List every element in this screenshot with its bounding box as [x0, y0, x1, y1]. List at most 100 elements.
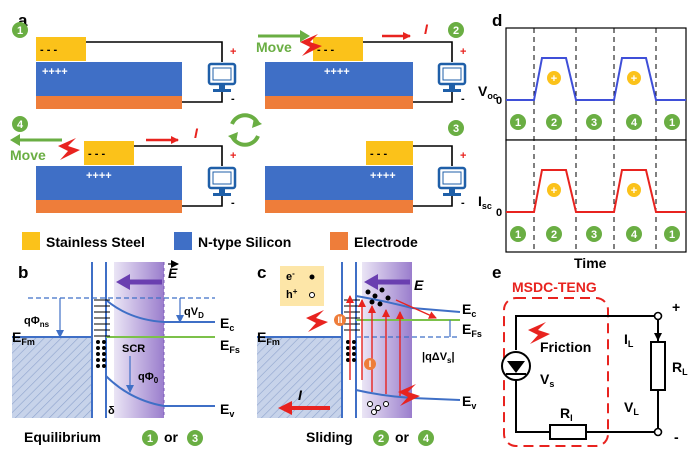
voc-phase-badges: 1 2 3 4 1 — [510, 114, 680, 130]
state-3: - - - ++++ + - 3 — [265, 120, 466, 213]
wire — [363, 41, 453, 62]
current-label: I — [298, 387, 303, 403]
hole-legend: h+ — [286, 287, 298, 301]
voc-trace — [506, 57, 686, 101]
monitor-icon — [437, 62, 467, 94]
ec-band — [105, 299, 215, 323]
silicon-layer — [265, 166, 413, 200]
filled-states — [96, 340, 106, 368]
svg-text:2: 2 — [378, 433, 384, 445]
plus-charges: ++++ — [370, 170, 396, 182]
field-label: E — [414, 277, 424, 293]
move-arrow-head — [10, 134, 20, 146]
move-label: Move — [10, 147, 46, 163]
svg-text:2: 2 — [551, 117, 557, 129]
qphins-label: qΦns — [24, 315, 50, 329]
legend-silicon: N-type Silicon — [198, 234, 291, 250]
field-arrow-head — [364, 274, 378, 290]
plus-charges: ++++ — [324, 66, 350, 78]
svg-text:3: 3 — [453, 123, 459, 135]
panel-d-label: d — [492, 11, 502, 30]
wire — [86, 41, 223, 62]
step-badge-1 — [142, 430, 158, 446]
panel-a-label: a — [18, 11, 28, 30]
efs-label: EFs — [220, 337, 240, 355]
ev-label: Ev — [220, 401, 234, 419]
isc-zero: 0 — [496, 207, 502, 219]
isc-phase-badges: 1 2 3 4 1 — [510, 226, 680, 242]
wire — [413, 145, 453, 166]
qphi0-label: qΦ0 — [138, 371, 159, 385]
state-2: - - - ++++ Move I + - 2 — [256, 21, 466, 109]
panel-b-label: b — [18, 263, 28, 282]
wire — [182, 88, 223, 103]
field-label: E — [168, 265, 178, 281]
wire — [413, 192, 453, 207]
circuit-wire — [586, 390, 659, 433]
svg-text:2: 2 — [453, 25, 459, 37]
electrode-layer — [36, 96, 182, 109]
monitor-icon — [437, 166, 467, 198]
interface-states — [344, 299, 360, 331]
svg-text:4: 4 — [631, 229, 638, 241]
svg-text:3: 3 — [192, 433, 198, 445]
wire — [134, 145, 223, 166]
svg-text:1: 1 — [515, 229, 521, 241]
svg-text:+: + — [551, 185, 557, 197]
circuit-wire — [515, 380, 550, 433]
minus-sign: - — [231, 93, 235, 105]
minus-sign: - — [461, 197, 465, 209]
load-resistor — [650, 341, 666, 391]
svg-text:4: 4 — [17, 119, 24, 131]
or-label: or — [164, 429, 179, 445]
efs-label: EFs — [462, 321, 482, 339]
electron-legend: e- — [286, 269, 295, 283]
step-badge-1 — [12, 22, 28, 38]
il-label: IL — [624, 331, 634, 349]
step-badge-4 — [418, 430, 434, 446]
legend: Stainless Steel N-type Silicon Electrode — [22, 232, 418, 250]
step-badge-4 — [12, 116, 28, 132]
ec-label: Ec — [462, 301, 476, 319]
internal-resistor — [549, 424, 587, 440]
panel-e-label: e — [492, 263, 501, 282]
step-badge-2 — [373, 430, 389, 446]
metal-region — [257, 337, 342, 418]
legend-steel: Stainless Steel — [46, 234, 145, 250]
step-badge-3 — [448, 120, 464, 136]
state-4: - - - ++++ Move I + - 4 — [10, 116, 236, 213]
field-arrow-head — [116, 274, 130, 290]
ev-label: Ev — [462, 393, 476, 411]
move-arrow-head — [300, 30, 310, 42]
ev-band — [105, 375, 215, 407]
minus-terminal-label: - — [674, 429, 679, 445]
plus-terminal-label: + — [672, 299, 680, 315]
vs-label: Vs — [540, 371, 554, 389]
plus-sign: + — [460, 46, 466, 58]
excitation-arrows — [346, 295, 437, 396]
phase-dividers — [533, 28, 657, 252]
state-1: - - - ++++ + - 1 — [12, 22, 236, 109]
process-badge-1 — [364, 358, 376, 370]
panel-e: e MSDC-TENG Friction Vs RI RL IL VL + - — [492, 263, 688, 447]
equilibrium-label: Equilibrium — [24, 429, 101, 445]
monitor-icon — [207, 166, 237, 198]
svg-text:3: 3 — [591, 117, 597, 129]
ri-label: RI — [560, 405, 573, 423]
panel-c: c E e- h+ — [257, 262, 482, 446]
svg-text:+: + — [631, 73, 637, 85]
svg-text:1: 1 — [147, 433, 153, 445]
svg-text:4: 4 — [631, 117, 638, 129]
friction-bolt-icon — [306, 310, 328, 332]
svg-text:+: + — [551, 73, 557, 85]
plus-sign: + — [460, 150, 466, 162]
qvd-label: qVD — [184, 306, 204, 320]
interface-states — [94, 299, 110, 337]
electron-dot — [309, 274, 315, 280]
panel-d: d Voc Isc 0 0 + + + + 1 2 3 4 1 1 2 3 — [478, 11, 687, 271]
efm-label: EFm — [257, 329, 280, 347]
sliding-label: Sliding — [306, 429, 353, 445]
legend-swatch-silicon — [174, 232, 192, 250]
efm-label: EFm — [12, 329, 35, 347]
